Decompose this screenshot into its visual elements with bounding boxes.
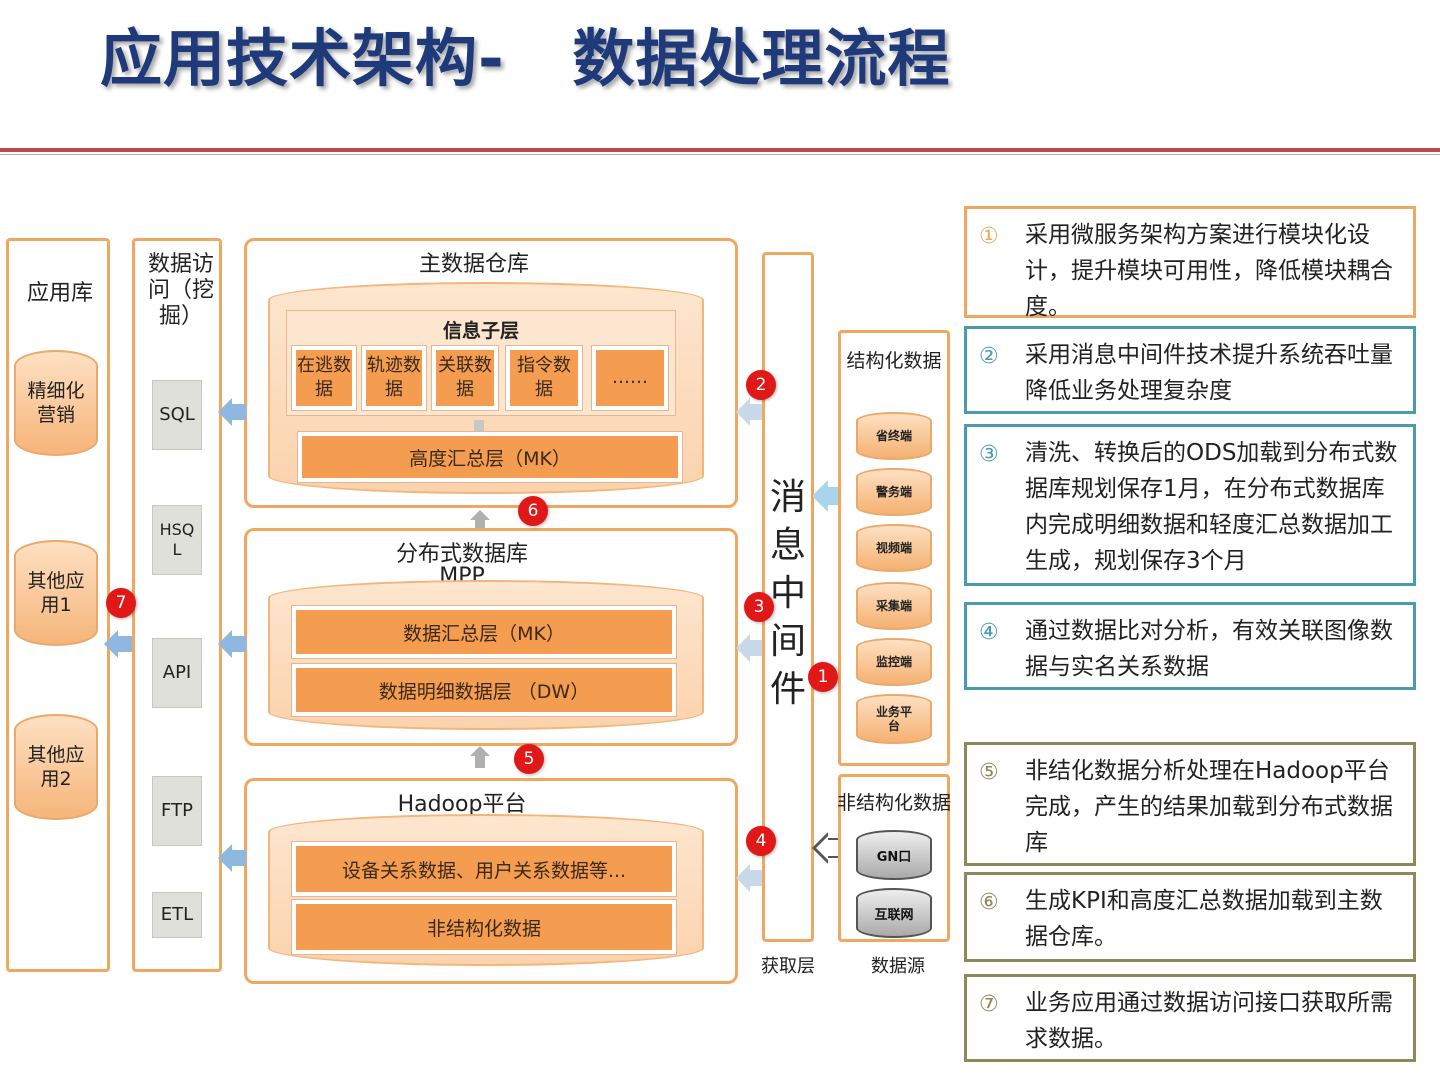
arrow-mw-to-mpp-stem [750, 640, 762, 656]
arrow-to-api [218, 630, 232, 658]
access-hsql[interactable]: HSQL [152, 505, 202, 575]
app-library-label: 应用库 [26, 281, 93, 306]
step-marker-5: 5 [514, 744, 544, 774]
step-marker-7: 7 [106, 588, 136, 618]
layer-up-arrow [474, 420, 484, 432]
hadoop-relation-layer[interactable]: 设备关系数据、用户关系数据等... [292, 842, 676, 896]
main-warehouse-title: 主数据仓库 [418, 252, 529, 277]
arrow-mw-to-main [736, 398, 750, 426]
note-3: ③ 清洗、转换后的ODS加载到分布式数据库规划保存1月，在分布式数据库内完成明细… [964, 424, 1416, 586]
sub-item-more[interactable]: …… [592, 346, 668, 410]
info-layer-label: 信息子层 [442, 320, 519, 342]
source-business-platform-label: 业务平台 [875, 705, 912, 733]
arrow-mw-to-mpp [736, 634, 750, 662]
hadoop-title: Hadoop平台 [397, 792, 527, 817]
sub-item-track[interactable]: 轨迹数据 [362, 346, 426, 410]
note-marker: ② [979, 344, 999, 369]
up-arrow-5-stem [475, 756, 485, 768]
arrow-to-sql [218, 398, 232, 426]
data-source-label: 数据源 [871, 956, 925, 977]
access-sql[interactable]: SQL [152, 380, 202, 450]
step-marker-4: 4 [746, 826, 776, 856]
access-etl[interactable]: ETL [152, 892, 202, 938]
access-ftp[interactable]: FTP [152, 776, 202, 846]
up-arrow-6-stem [475, 520, 485, 528]
source-monitoring[interactable]: 监控端 [856, 638, 932, 686]
page-title: 应用技术架构- 数据处理流程 [100, 22, 951, 95]
note-text: 生成KPI和高度汇总数据加载到主数据仓库。 [1025, 888, 1383, 950]
sub-item-command[interactable]: 指令数据 [506, 346, 582, 410]
acquisition-layer-label: 获取层 [761, 956, 815, 977]
mpp-title: 分布式数据库 [395, 542, 528, 567]
note-text: 采用微服务架构方案进行模块化设计，提升模块可用性，降低模块耦合度。 [1025, 222, 1393, 320]
source-police[interactable]: 警务端 [856, 468, 932, 516]
data-access-column [132, 238, 222, 972]
source-collection[interactable]: 采集端 [856, 582, 932, 630]
app-db-label: 其他应用2 [27, 744, 85, 790]
app-db-label: 其他应用1 [27, 570, 85, 616]
arrow-structured-to-mw [812, 480, 828, 512]
note-marker: ④ [979, 620, 999, 645]
hadoop-unstructured-layer[interactable]: 非结构化数据 [292, 900, 676, 954]
app-db-2[interactable]: 其他应用1 [14, 540, 98, 646]
arrow-mw-to-main-stem [750, 404, 762, 420]
high-summary-layer[interactable]: 高度汇总层（MK） [298, 432, 682, 482]
note-text: 通过数据比对分析，有效关联图像数据与实名关系数据 [1025, 618, 1393, 680]
app-db-1[interactable]: 精细化营销 [14, 350, 98, 456]
step-marker-1: 1 [808, 662, 838, 692]
arrow-to-apps-stem [118, 636, 132, 652]
title-divider [0, 148, 1440, 152]
app-db-label: 精细化营销 [27, 380, 85, 426]
source-business-platform[interactable]: 业务平台 [856, 694, 932, 744]
arrow-to-ftp-stem [232, 850, 246, 866]
up-arrow-5 [470, 746, 490, 756]
note-marker: ⑤ [979, 760, 999, 785]
app-db-3[interactable]: 其他应用2 [14, 714, 98, 820]
note-5: ⑤ 非结化数据分析处理在Hadoop平台完成，产生的结果加载到分布式数据库 [964, 742, 1416, 866]
note-6: ⑥ 生成KPI和高度汇总数据加载到主数据仓库。 [964, 872, 1416, 962]
note-4: ④ 通过数据比对分析，有效关联图像数据与实名关系数据 [964, 602, 1416, 690]
access-api[interactable]: API [152, 638, 202, 708]
note-text: 采用消息中间件技术提升系统吞吐量降低业务处理复杂度 [1025, 342, 1393, 404]
message-middleware-label: 消息中间件 [769, 477, 806, 710]
arrow-to-sql-stem [232, 404, 246, 420]
arrow-structured-to-mw-stem [828, 487, 840, 505]
step-marker-3: 3 [744, 592, 774, 622]
note-7: ⑦ 业务应用通过数据访问接口获取所需求数据。 [964, 974, 1416, 1062]
step-marker-6: 6 [518, 496, 548, 526]
mpp-summary-layer[interactable]: 数据汇总层（MK） [292, 606, 676, 658]
source-province-terminal[interactable]: 省终端 [856, 412, 932, 460]
source-internet[interactable]: 互联网 [856, 888, 932, 938]
note-marker: ① [979, 224, 999, 249]
source-video[interactable]: 视频端 [856, 524, 932, 572]
note-text: 非结化数据分析处理在Hadoop平台完成，产生的结果加载到分布式数据库 [1025, 758, 1393, 856]
up-arrow-6 [470, 510, 490, 520]
arrow-mw-to-hadoop-stem [750, 870, 762, 886]
arrow-to-api-stem [232, 636, 246, 652]
data-access-label: 数据访问（挖掘） [147, 252, 214, 329]
arrow-to-apps [104, 630, 118, 658]
note-marker: ⑥ [979, 890, 999, 915]
arrow-to-ftp [218, 844, 232, 872]
arrow-mw-to-hadoop [736, 864, 750, 892]
note-marker: ③ [979, 442, 999, 467]
title-divider-thin [0, 154, 1440, 155]
mpp-detail-layer[interactable]: 数据明细数据层 （DW） [292, 664, 676, 716]
note-text: 清洗、转换后的ODS加载到分布式数据库规划保存1月，在分布式数据库内完成明细数据… [1025, 440, 1398, 574]
source-gn-port[interactable]: GN口 [856, 830, 932, 880]
note-1: ① 采用微服务架构方案进行模块化设计，提升模块可用性，降低模块耦合度。 [964, 206, 1416, 320]
sub-item-fugitive[interactable]: 在逃数据 [292, 346, 356, 410]
step-marker-2: 2 [746, 370, 776, 400]
structured-data-label: 结构化数据 [846, 350, 942, 372]
sub-item-relation[interactable]: 关联数据 [432, 346, 498, 410]
note-text: 业务应用通过数据访问接口获取所需求数据。 [1025, 990, 1393, 1052]
note-marker: ⑦ [979, 992, 999, 1017]
arrow-unstructured-to-mw-inner [816, 836, 828, 860]
unstructured-data-label: 非结构化数据 [836, 792, 951, 814]
note-2: ② 采用消息中间件技术提升系统吞吐量降低业务处理复杂度 [964, 326, 1416, 414]
